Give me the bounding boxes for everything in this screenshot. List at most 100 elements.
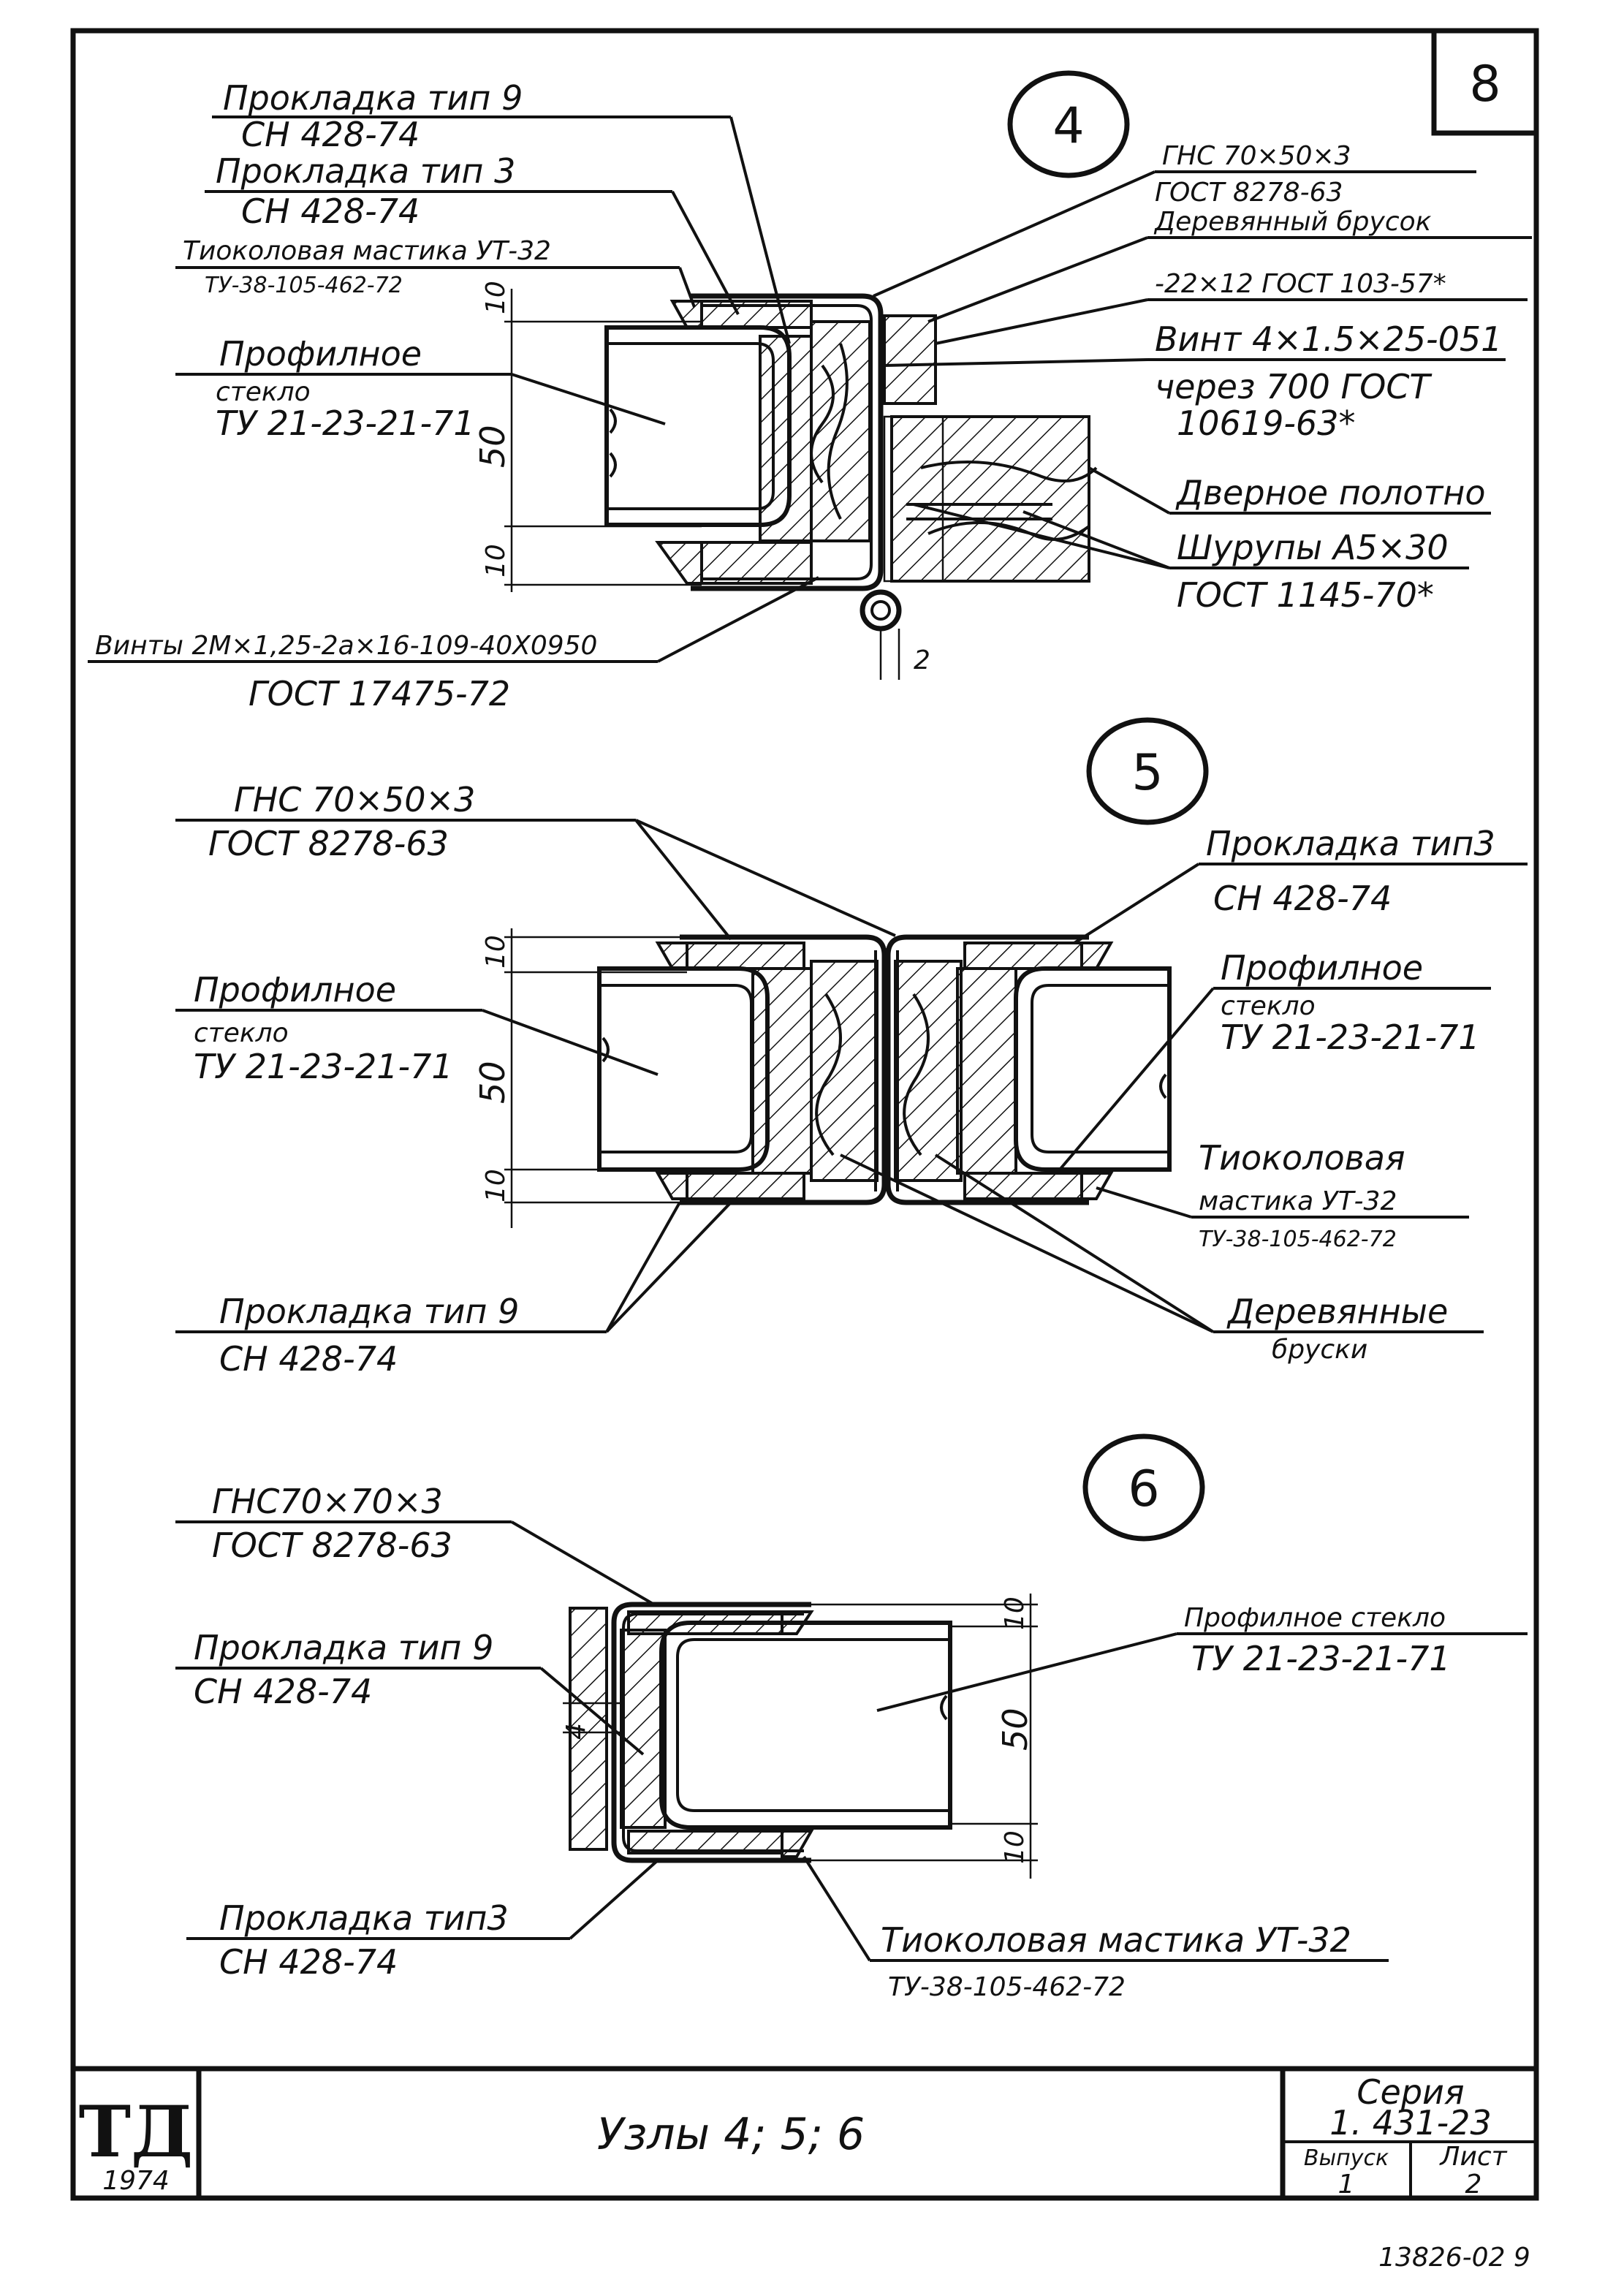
node-5-mastic-left-bottom	[655, 1172, 688, 1200]
node-4-mastic-top	[669, 300, 703, 329]
node-4-wood-strip	[883, 314, 937, 405]
node-4-wood-block	[810, 320, 871, 542]
node-5-channel-left	[680, 934, 887, 1205]
node-5-wood-left	[810, 960, 879, 1182]
node-4-hinge	[860, 589, 902, 632]
node-5-mastic-right-bottom	[1080, 1172, 1114, 1200]
logo: ТД	[79, 2091, 194, 2173]
node-6-label-glass-a: Профилное стекло	[1184, 1603, 1446, 1633]
node-5-dim-10a: 10	[481, 935, 511, 969]
node-5-marker: 5	[1131, 744, 1163, 802]
node-4-label-door: Дверное полотно	[1175, 473, 1485, 512]
series-label: Серия	[1357, 2072, 1464, 2112]
node-4-label-mastic-a: Тиоколовая мастика УТ-32	[183, 236, 551, 266]
node-4-label-gasket9-b: СН 428-74	[241, 115, 420, 154]
node-5-label-gasket3-a: Прокладка тип3	[1206, 824, 1495, 863]
node-5-dim-10b: 10	[481, 1169, 511, 1202]
issue-value: 1	[1338, 2170, 1355, 2200]
node-6-mastic-bottom	[781, 1830, 814, 1858]
node-4-label-bolts-a: Винты 2М×1,25-2а×16-109-40Х0950	[95, 631, 597, 661]
node-6-label-channel-b: ГОСТ 8278-63	[212, 1526, 452, 1565]
node-4-label-gasket3-b: СН 428-74	[241, 192, 420, 231]
node-5-gasket-left-top	[686, 941, 805, 970]
node-6-label-gasket9-b: СН 428-74	[194, 1672, 372, 1711]
node-4-label-screw-b: через 700 ГОСТ	[1155, 367, 1433, 406]
issue-label: Выпуск	[1304, 2145, 1389, 2171]
node-5-label-mastic-a: Тиоколовая	[1199, 1138, 1405, 1178]
node-4-dim-2: 2	[914, 645, 930, 675]
node-5-label-gasket3-b: СН 428-74	[1213, 879, 1392, 918]
node-6-label-glass-b: ТУ 21-23-21-71	[1191, 1639, 1451, 1678]
archive-number: 13826-02 9	[1378, 2243, 1530, 2273]
node-4-label-channel-a: ГНС 70×50×3	[1162, 141, 1351, 171]
node-4-label-wscrew-a: Шурупы А5×30	[1177, 528, 1449, 567]
node-5: 5	[175, 717, 1528, 1379]
node-4-label-gasket9-a: Прокладка тип 9	[223, 78, 523, 118]
node-5-label-glassR-c: ТУ 21-23-21-71	[1221, 1018, 1480, 1057]
series-value: 1. 431-23	[1329, 2103, 1491, 2142]
node-4-mastic-bottom	[655, 541, 703, 585]
node-4-label-channel-b: ГОСТ 8278-63	[1155, 178, 1343, 208]
node-5-gasket-right-top	[963, 941, 1083, 970]
node-5-label-gasket9-b: СН 428-74	[219, 1339, 398, 1379]
node-4-gasket-vert	[759, 335, 813, 542]
node-6-wall	[569, 1607, 608, 1851]
node-5-label-glassL-a: Профилное	[194, 970, 396, 1009]
node-5-marker-circle	[1086, 717, 1209, 825]
node-4: 4	[88, 70, 1532, 713]
node-6-mastic-top	[781, 1610, 814, 1635]
node-6-label-mastic-a: Тиоколовая мастика УТ-32	[881, 1920, 1351, 1960]
sheet-label: Лист	[1438, 2142, 1507, 2172]
sheet-number-box	[1431, 28, 1539, 136]
node-5-gasket-right-bottom	[963, 1172, 1083, 1200]
node-5-label-glassL-b: стекло	[194, 1018, 289, 1048]
node-4-marker-circle	[1007, 70, 1130, 178]
sheet-number: 8	[1469, 56, 1500, 113]
node-5-mastic-left-top	[655, 941, 688, 970]
node-4-door-leaf	[890, 415, 1090, 583]
node-4-label-mastic-b: ТУ-38-105-462-72	[205, 273, 403, 298]
node-4-label-gasket3-a: Прокладка тип 3	[216, 151, 515, 191]
title-block: ТД 1974 Узлы 4; 5; 6 Серия 1. 431-23 Вып…	[73, 2066, 1536, 2200]
node-5-label-mastic-c: ТУ-38-105-462-72	[1199, 1227, 1397, 1252]
node-6-gasket-vert	[620, 1629, 667, 1829]
node-4-label-screw-a: Винт 4×1.5×25-051	[1155, 319, 1502, 359]
node-6-label-gasket3-b: СН 428-74	[219, 1942, 398, 1982]
node-4-label-screw-c: 10619-63*	[1177, 403, 1355, 443]
node-5-channel-right	[885, 934, 1089, 1205]
node-5-label-glassR-b: стекло	[1221, 991, 1316, 1021]
node-4-channel	[691, 293, 884, 591]
node-6-dim-10a: 10	[1000, 1596, 1030, 1630]
node-4-marker: 4	[1052, 97, 1084, 155]
node-6-dim-50: 50	[995, 1708, 1035, 1751]
node-4-label-wood-a: Деревянный брусок	[1153, 207, 1432, 237]
node-4-label-wood-b: -22×12 ГОСТ 103-57*	[1155, 269, 1446, 299]
node-4-label-glass-b: стекло	[216, 377, 311, 407]
node-6-label-gasket3-a: Прокладка тип3	[219, 1898, 509, 1938]
sheet-value: 2	[1465, 2170, 1482, 2200]
node-5-label-channel-b: ГОСТ 8278-63	[208, 824, 449, 863]
node-6-marker: 6	[1128, 1460, 1159, 1518]
node-6-marker-circle	[1082, 1433, 1205, 1542]
node-4-gasket-bottom	[700, 541, 813, 585]
year: 1974	[102, 2166, 170, 2196]
node-5-mastic-right-top	[1080, 941, 1114, 970]
sheet-title: Узлы 4; 5; 6	[597, 2109, 865, 2160]
node-5-label-glassL-c: ТУ 21-23-21-71	[194, 1047, 453, 1086]
node-5-label-gasket9-a: Прокладка тип 9	[219, 1292, 519, 1331]
node-4-dim-10b: 10	[481, 544, 511, 577]
node-5-dim-50: 50	[473, 1061, 512, 1104]
node-4-dim-50: 50	[473, 425, 512, 468]
node-5-label-wood-a: Деревянные	[1226, 1292, 1448, 1331]
node-5-label-wood-b: бруски	[1272, 1335, 1367, 1365]
node-6-label-channel-a: ГНС70×70×3	[212, 1482, 443, 1521]
node-6-glass-profile	[659, 1621, 952, 1830]
node-5-label-channel-a: ГНС 70×50×3	[234, 780, 475, 819]
node-6-label-mastic-b: ТУ-38-105-462-72	[888, 1972, 1126, 2002]
node-4-label-wscrew-b: ГОСТ 1145-70*	[1177, 575, 1434, 615]
node-4-label-glass-a: Профилное	[219, 334, 422, 374]
node-5-label-mastic-b: мастика УТ-32	[1199, 1186, 1397, 1216]
node-6: 6 10 50 10 4 ГНС70×70×3 ГОСТ 8278	[175, 1433, 1528, 2002]
node-5-gasket-left-bottom	[686, 1172, 805, 1200]
